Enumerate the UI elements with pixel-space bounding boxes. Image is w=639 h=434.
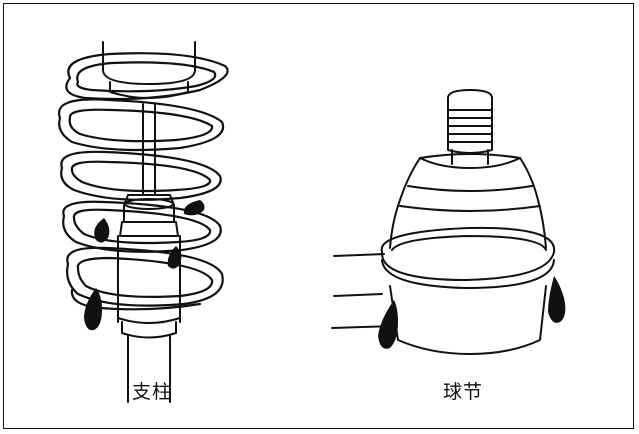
- oil-drops-ball-joint: [378, 276, 566, 349]
- strut-label: 支柱: [132, 381, 173, 403]
- threaded-stud: [447, 89, 493, 165]
- ball-joint-assembly: [331, 89, 566, 355]
- coil-spring: [57, 52, 229, 311]
- ball-joint-boot: [389, 153, 547, 249]
- strut-top-body: [102, 41, 196, 99]
- ball-joint-flange: [380, 226, 556, 289]
- ball-joint-label: 球节: [443, 381, 484, 403]
- ball-joint-housing: [389, 285, 547, 355]
- strut-assembly: [57, 41, 229, 403]
- oil-drops-strut: [84, 200, 205, 331]
- figure-frame: [3, 3, 634, 429]
